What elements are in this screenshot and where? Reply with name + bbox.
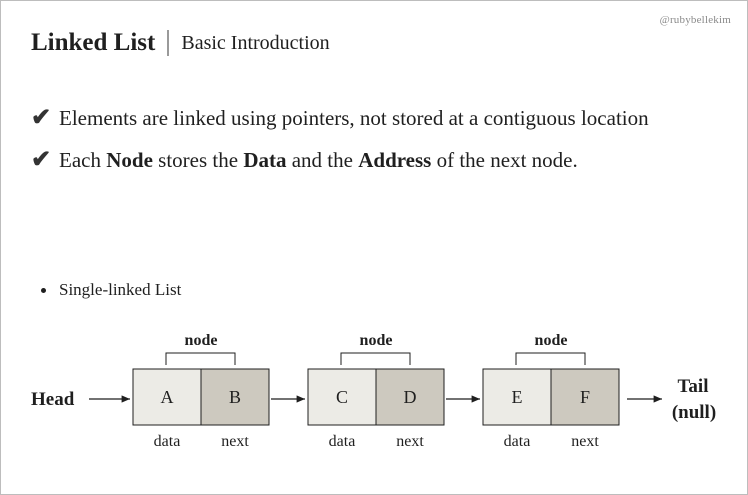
bullet-2-address: Address <box>358 148 432 172</box>
data-cell <box>307 368 377 426</box>
next-cell <box>550 368 620 426</box>
data-value: E <box>512 387 523 407</box>
node-bracket <box>515 352 586 365</box>
next-caption: next <box>571 433 599 450</box>
bullet-1: ✔ Elements are linked using pointers, not… <box>31 97 721 139</box>
next-caption: next <box>396 433 424 450</box>
slide-title: Linked List Basic Introduction <box>31 29 330 57</box>
data-cell <box>482 368 552 426</box>
data-value: C <box>336 387 348 407</box>
bullet-2-part: Each <box>59 148 107 172</box>
bullet-2-node: Node <box>106 148 153 172</box>
next-value: F <box>580 387 590 407</box>
data-caption: data <box>154 433 181 450</box>
data-caption: data <box>329 433 356 450</box>
next-caption: next <box>221 433 249 450</box>
check-icon: ✔ <box>31 147 52 173</box>
bullet-2-part: and the <box>286 148 359 172</box>
sub-bullet: Single-linked List <box>41 280 181 300</box>
node-bracket <box>165 352 236 365</box>
next-value: D <box>404 387 417 407</box>
next-cell <box>375 368 445 426</box>
data-caption: data <box>504 433 531 450</box>
sub-bullet-label: Single-linked List <box>59 280 182 299</box>
node-bracket <box>340 352 411 365</box>
next-value: B <box>229 387 241 407</box>
bullet-1-text: Elements are linked using pointers, not … <box>59 106 649 130</box>
node-caption: node <box>535 332 568 349</box>
check-icon: ✔ <box>31 105 52 131</box>
data-value: A <box>161 387 174 407</box>
watermark: @rubybellekim <box>659 14 731 26</box>
tail-null-label: (null) <box>672 402 716 423</box>
next-cell <box>200 368 270 426</box>
bullet-2-data: Data <box>243 148 287 172</box>
bullet-dot-icon <box>41 287 46 293</box>
data-cell <box>132 368 202 426</box>
bullet-2-part: of the next node. <box>431 148 578 172</box>
node-caption: node <box>185 332 218 349</box>
bullet-2: ✔ Each Node stores the Data and the Addre… <box>31 139 721 181</box>
tail-label: Tail <box>678 376 709 397</box>
title-divider <box>167 30 170 56</box>
bullet-list: ✔ Elements are linked using pointers, not… <box>31 97 721 181</box>
node-caption: node <box>360 332 393 349</box>
head-label: Head <box>31 389 75 410</box>
title-main: Linked List <box>31 29 156 56</box>
title-subtitle: Basic Introduction <box>181 31 330 54</box>
bullet-2-part: stores the <box>152 148 244 172</box>
